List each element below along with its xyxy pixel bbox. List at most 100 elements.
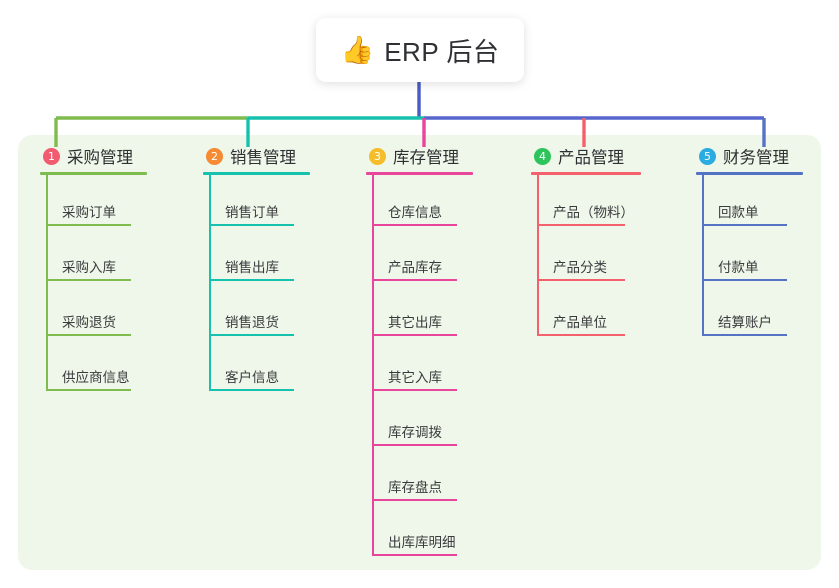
- leaf-spine-4: [537, 175, 539, 336]
- leaf-underline: [372, 279, 457, 281]
- leaf-underline: [537, 334, 625, 336]
- leaf-node[interactable]: 产品单位: [531, 285, 641, 340]
- leaf-node[interactable]: 仓库信息: [366, 175, 473, 230]
- leaf-node[interactable]: 结算账户: [696, 285, 803, 340]
- leaf-node[interactable]: 产品库存: [366, 230, 473, 285]
- diagram-panel: [18, 135, 821, 570]
- leaf-label: 采购入库: [62, 260, 116, 275]
- leaf-list-5: 回款单付款单结算账户: [696, 175, 803, 340]
- leaf-node[interactable]: 回款单: [696, 175, 803, 230]
- branch-badge-1: 1: [43, 147, 60, 165]
- leaf-label: 销售订单: [225, 205, 279, 220]
- leaf-list-3: 仓库信息产品库存其它出库其它入库库存调拨库存盘点出库库明细: [366, 175, 473, 560]
- leaf-node[interactable]: 采购入库: [40, 230, 147, 285]
- leaf-underline: [209, 279, 294, 281]
- branch-underline-5: [696, 172, 803, 175]
- leaf-underline: [702, 279, 787, 281]
- leaf-underline: [372, 499, 457, 501]
- leaf-label: 结算账户: [718, 315, 772, 330]
- leaf-label: 库存调拨: [388, 425, 442, 440]
- branch-underline-3: [366, 172, 473, 175]
- leaf-node[interactable]: 供应商信息: [40, 340, 147, 395]
- leaf-node[interactable]: 销售出库: [203, 230, 310, 285]
- branch-badge-4: 4: [534, 147, 551, 165]
- leaf-label: 采购订单: [62, 205, 116, 220]
- leaf-underline: [372, 444, 457, 446]
- leaf-underline: [46, 224, 131, 226]
- root-node-label: ERP 后台: [384, 36, 500, 67]
- leaf-list-4: 产品（物料） 产品分类产品单位: [531, 175, 641, 340]
- leaf-underline: [46, 389, 131, 391]
- leaf-label: 采购退货: [62, 315, 116, 330]
- leaf-underline: [702, 224, 787, 226]
- branch-label-1: 采购管理: [67, 149, 133, 167]
- root-node-erp-backend[interactable]: 👍 ERP 后台: [316, 18, 524, 82]
- leaf-label: 库存盘点: [388, 480, 442, 495]
- leaf-label: 产品（物料）: [553, 205, 634, 220]
- branch-header-4[interactable]: 4 产品管理: [531, 145, 641, 167]
- leaf-underline: [209, 389, 294, 391]
- leaf-underline: [46, 334, 131, 336]
- leaf-node[interactable]: 客户信息: [203, 340, 310, 395]
- branch-label-2: 销售管理: [230, 149, 296, 167]
- branch-label-4: 产品管理: [558, 149, 624, 167]
- branch-column-5: 5 财务管理回款单付款单结算账户: [696, 145, 803, 340]
- branch-label-5: 财务管理: [723, 149, 789, 167]
- leaf-list-2: 销售订单销售出库销售退货客户信息: [203, 175, 310, 395]
- branch-header-2[interactable]: 2 销售管理: [203, 145, 310, 167]
- leaf-underline: [372, 554, 457, 556]
- leaf-label: 销售退货: [225, 315, 279, 330]
- branch-header-3[interactable]: 3 库存管理: [366, 145, 473, 167]
- leaf-label: 付款单: [718, 260, 759, 275]
- leaf-label: 出库库明细: [388, 535, 456, 550]
- leaf-underline: [209, 224, 294, 226]
- leaf-node[interactable]: 采购退货: [40, 285, 147, 340]
- branch-underline-2: [203, 172, 310, 175]
- branch-badge-3: 3: [369, 147, 386, 165]
- leaf-node[interactable]: 销售退货: [203, 285, 310, 340]
- leaf-node[interactable]: 库存盘点: [366, 450, 473, 505]
- leaf-node[interactable]: 产品（物料）: [531, 175, 641, 230]
- leaf-node[interactable]: 库存调拨: [366, 395, 473, 450]
- thumbs-up-emoji: 👍: [340, 34, 375, 65]
- branch-header-1[interactable]: 1 采购管理: [40, 145, 147, 167]
- leaf-underline: [372, 334, 457, 336]
- leaf-underline: [537, 279, 625, 281]
- leaf-node[interactable]: 其它入库: [366, 340, 473, 395]
- leaf-underline: [372, 224, 457, 226]
- branch-header-5[interactable]: 5 财务管理: [696, 145, 803, 167]
- branch-badge-5: 5: [699, 147, 716, 165]
- branch-underline-4: [531, 172, 641, 175]
- leaf-node[interactable]: 出库库明细: [366, 505, 473, 560]
- leaf-spine-3: [372, 175, 374, 556]
- leaf-label: 供应商信息: [62, 370, 130, 385]
- leaf-label: 销售出库: [225, 260, 279, 275]
- leaf-label: 仓库信息: [388, 205, 442, 220]
- leaf-underline: [46, 279, 131, 281]
- leaf-spine-5: [702, 175, 704, 336]
- leaf-node[interactable]: 采购订单: [40, 175, 147, 230]
- branch-column-2: 2 销售管理销售订单销售出库销售退货客户信息: [203, 145, 310, 395]
- leaf-node[interactable]: 付款单: [696, 230, 803, 285]
- branch-column-1: 1 采购管理采购订单采购入库采购退货供应商信息: [40, 145, 147, 395]
- leaf-label: 产品分类: [553, 260, 607, 275]
- leaf-spine-2: [209, 175, 211, 391]
- branch-badge-2: 2: [206, 147, 223, 165]
- branch-label-3: 库存管理: [393, 149, 459, 167]
- leaf-node[interactable]: 销售订单: [203, 175, 310, 230]
- leaf-underline: [372, 389, 457, 391]
- leaf-underline: [537, 224, 625, 226]
- leaf-node[interactable]: 其它出库: [366, 285, 473, 340]
- leaf-underline: [209, 334, 294, 336]
- leaf-label: 产品库存: [388, 260, 442, 275]
- leaf-label: 其它入库: [388, 370, 442, 385]
- leaf-underline: [702, 334, 787, 336]
- leaf-spine-1: [46, 175, 48, 391]
- leaf-node[interactable]: 产品分类: [531, 230, 641, 285]
- branch-column-3: 3 库存管理仓库信息产品库存其它出库其它入库库存调拨库存盘点出库库明细: [366, 145, 473, 560]
- leaf-label: 回款单: [718, 205, 759, 220]
- leaf-list-1: 采购订单采购入库采购退货供应商信息: [40, 175, 147, 395]
- leaf-label: 其它出库: [388, 315, 442, 330]
- branch-column-4: 4 产品管理产品（物料） 产品分类产品单位: [531, 145, 641, 340]
